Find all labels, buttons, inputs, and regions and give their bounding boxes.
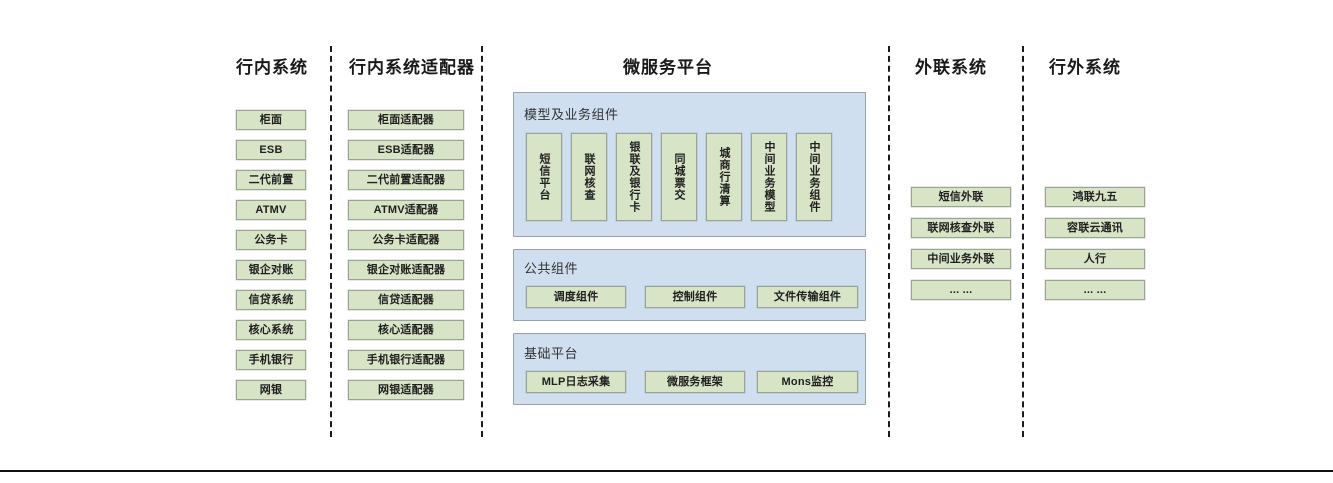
node-base-platform-2[interactable]: 微服务框架 [645,371,745,393]
node-out-bank-systems-2[interactable]: 容联云通讯 [1045,218,1145,238]
node-model-business-components-6[interactable]: 中间业务模型 [751,133,787,221]
column-divider-2 [481,46,483,437]
node-in-bank-systems-8[interactable]: 核心系统 [236,320,306,340]
node-model-business-components-7[interactable]: 中间业务组件 [796,133,832,221]
node-in-bank-systems-3[interactable]: 二代前置 [236,170,306,190]
node-model-business-components-2[interactable]: 联网核查 [571,133,607,221]
node-in-bank-adapters-8[interactable]: 核心适配器 [348,320,464,340]
panel-title-public-components: 公共组件 [524,261,579,276]
node-external-link-systems-1[interactable]: 短信外联 [911,187,1011,207]
panel-title-model-business-components: 模型及业务组件 [524,107,619,122]
column-title-microservice-platform: 微服务平台 [623,58,713,77]
node-in-bank-adapters-2[interactable]: ESB适配器 [348,140,464,160]
column-title-in-bank-systems: 行内系统 [236,58,308,77]
node-in-bank-systems-2[interactable]: ESB [236,140,306,160]
node-in-bank-adapters-4[interactable]: ATMV适配器 [348,200,464,220]
node-model-business-components-4[interactable]: 同城票交 [661,133,697,221]
bottom-divider-rule [0,470,1333,472]
node-base-platform-1[interactable]: MLP日志采集 [526,371,626,393]
node-public-components-3[interactable]: 文件传输组件 [757,286,858,308]
node-public-components-1[interactable]: 调度组件 [526,286,626,308]
node-public-components-2[interactable]: 控制组件 [645,286,745,308]
node-in-bank-adapters-3[interactable]: 二代前置适配器 [348,170,464,190]
node-in-bank-adapters-9[interactable]: 手机银行适配器 [348,350,464,370]
node-in-bank-systems-1[interactable]: 柜面 [236,110,306,130]
panel-title-base-platform: 基础平台 [524,346,579,361]
node-in-bank-adapters-1[interactable]: 柜面适配器 [348,110,464,130]
node-model-business-components-1[interactable]: 短信平台 [526,133,562,221]
node-in-bank-systems-5[interactable]: 公务卡 [236,230,306,250]
node-in-bank-systems-9[interactable]: 手机银行 [236,350,306,370]
node-in-bank-systems-7[interactable]: 信贷系统 [236,290,306,310]
panel-base-platform [513,333,866,405]
node-model-business-components-5[interactable]: 城商行清算 [706,133,742,221]
node-out-bank-systems-4[interactable]: ... ... [1045,280,1145,300]
node-in-bank-adapters-10[interactable]: 网银适配器 [348,380,464,400]
node-in-bank-adapters-7[interactable]: 信贷适配器 [348,290,464,310]
node-external-link-systems-3[interactable]: 中间业务外联 [911,249,1011,269]
column-title-in-bank-adapters: 行内系统适配器 [349,58,475,77]
node-external-link-systems-2[interactable]: 联网核查外联 [911,218,1011,238]
node-in-bank-systems-4[interactable]: ATMV [236,200,306,220]
node-in-bank-systems-6[interactable]: 银企对账 [236,260,306,280]
column-title-external-link-systems: 外联系统 [915,58,987,77]
node-model-business-components-3[interactable]: 银联及银行卡 [616,133,652,221]
node-external-link-systems-4[interactable]: ... ... [911,280,1011,300]
node-in-bank-adapters-6[interactable]: 银企对账适配器 [348,260,464,280]
node-in-bank-adapters-5[interactable]: 公务卡适配器 [348,230,464,250]
column-title-out-bank-systems: 行外系统 [1049,58,1121,77]
node-out-bank-systems-3[interactable]: 人行 [1045,249,1145,269]
column-divider-4 [1022,46,1024,437]
node-out-bank-systems-1[interactable]: 鸿联九五 [1045,187,1145,207]
column-divider-3 [888,46,890,437]
panel-public-components [513,249,866,321]
node-base-platform-3[interactable]: Mons监控 [757,371,858,393]
column-divider-1 [330,46,332,437]
node-in-bank-systems-10[interactable]: 网银 [236,380,306,400]
